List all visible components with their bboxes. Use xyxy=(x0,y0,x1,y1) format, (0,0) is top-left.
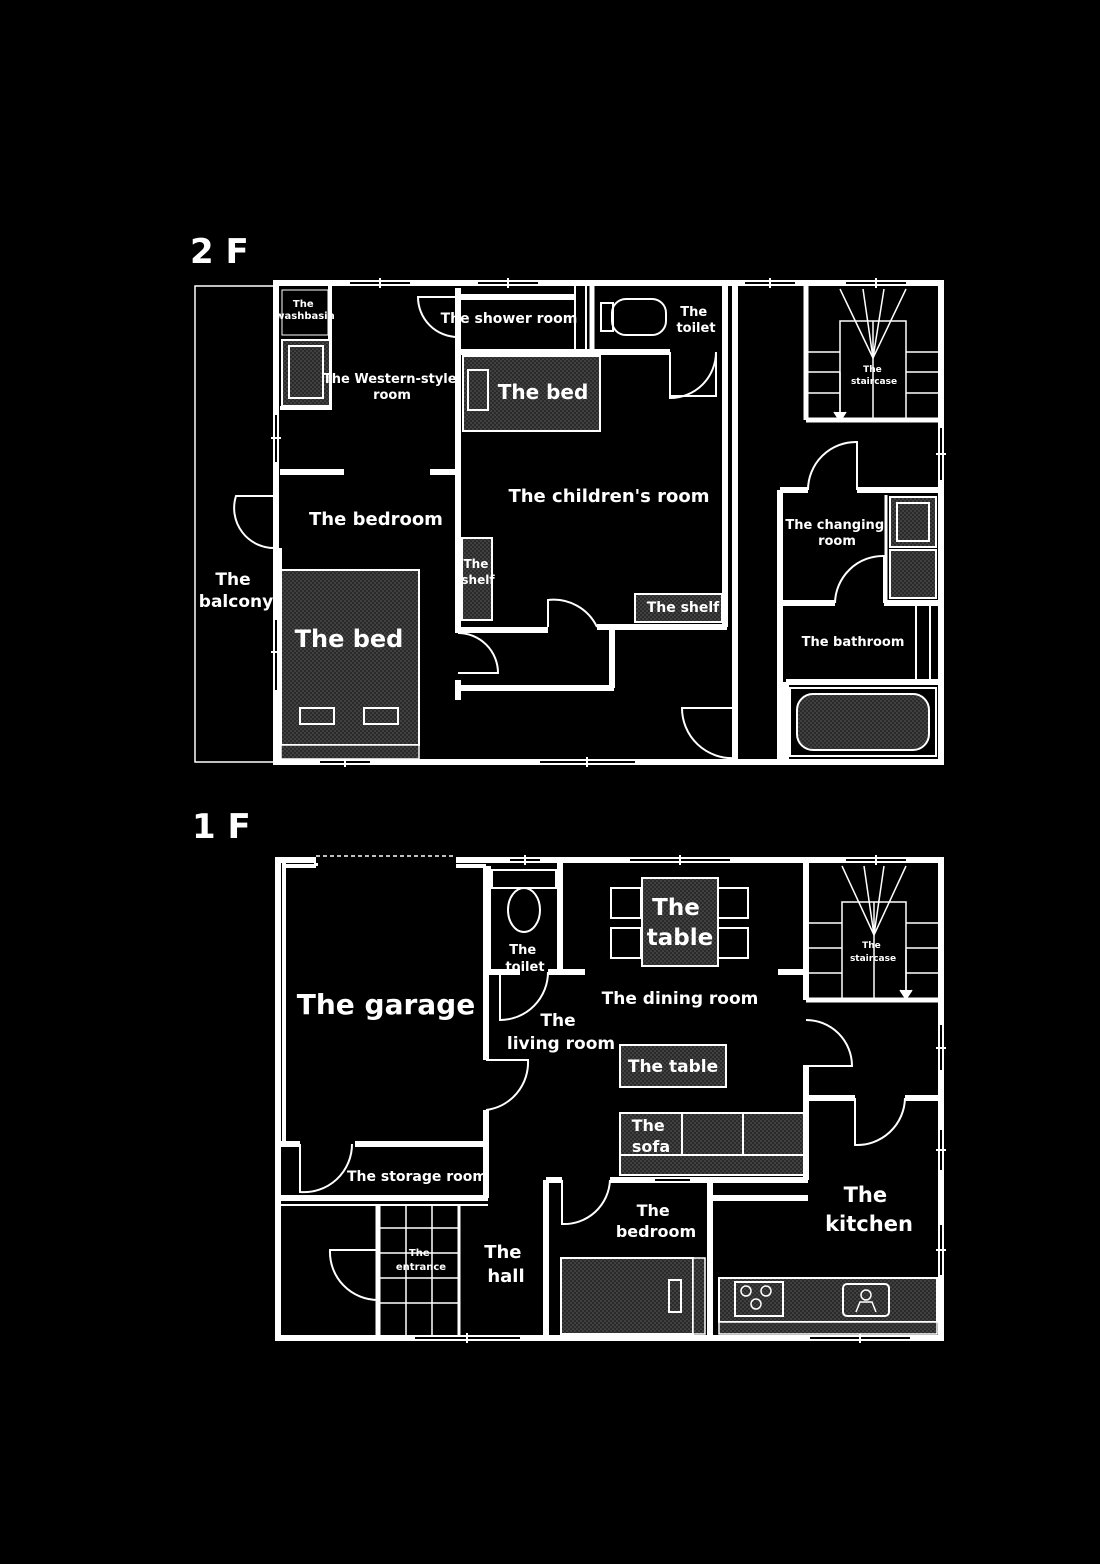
doors-1f xyxy=(299,971,906,1302)
label-balcony: The balcony xyxy=(199,570,273,612)
label-staircase-2f: The staircase xyxy=(851,365,897,387)
label-shelf-right: The shelf xyxy=(647,600,720,616)
label-western-room: The Western-style room xyxy=(323,372,461,403)
label-garage: The garage xyxy=(297,988,475,1021)
label-toilet-2f: The toilet xyxy=(676,305,715,336)
floor-2f-heading: 2 F xyxy=(190,232,249,272)
floor-2f: 2 F xyxy=(190,232,946,767)
furniture-1f xyxy=(491,869,938,1335)
label-bedroom-1f: The bedroom xyxy=(616,1201,696,1241)
label-shower-room: The shower room xyxy=(441,311,578,327)
floor-1f: 1 F xyxy=(192,807,946,1343)
label-living-room: The living room xyxy=(507,1011,615,1054)
entrance-tiles xyxy=(380,1205,459,1336)
label-shelf-left: The shelf xyxy=(461,557,495,587)
labels-2f: The washbasin The Western-style room The… xyxy=(199,299,905,653)
label-entrance: The entrance xyxy=(396,1248,446,1273)
label-childrens-room: The children's room xyxy=(508,486,709,507)
balcony-outline xyxy=(194,285,276,763)
staircase-1f-steps xyxy=(808,865,941,1001)
windows-2f xyxy=(271,278,946,767)
label-kitchen: The kitchen xyxy=(825,1183,913,1236)
furniture-2f xyxy=(280,289,937,760)
label-bed-master: The bed xyxy=(295,625,404,653)
label-bed-children: The bed xyxy=(498,380,589,404)
floor-1f-heading: 1 F xyxy=(192,807,251,847)
label-bedroom-2f: The bedroom xyxy=(309,509,443,530)
label-toilet-1f: The toilet xyxy=(505,943,544,975)
label-table-dining: The table xyxy=(647,895,713,951)
label-sofa: The sofa xyxy=(632,1116,671,1156)
walls-1f xyxy=(275,855,944,1341)
label-changing-room: The changing room xyxy=(785,518,888,549)
windows-1f xyxy=(415,855,946,1343)
label-table-living: The table xyxy=(628,1057,718,1077)
label-dining-room: The dining room xyxy=(602,989,759,1009)
label-storage-room: The storage room xyxy=(347,1169,487,1185)
label-bathroom: The bathroom xyxy=(802,635,905,650)
labels-1f: The garage The toilet The table The stai… xyxy=(297,895,913,1287)
doors-2f xyxy=(233,296,885,760)
label-washbasin: The washbasin xyxy=(275,299,334,322)
staircase-2f-steps xyxy=(806,288,941,423)
label-hall: The hall xyxy=(484,1242,528,1287)
label-staircase-1f: The staircase xyxy=(850,941,896,964)
